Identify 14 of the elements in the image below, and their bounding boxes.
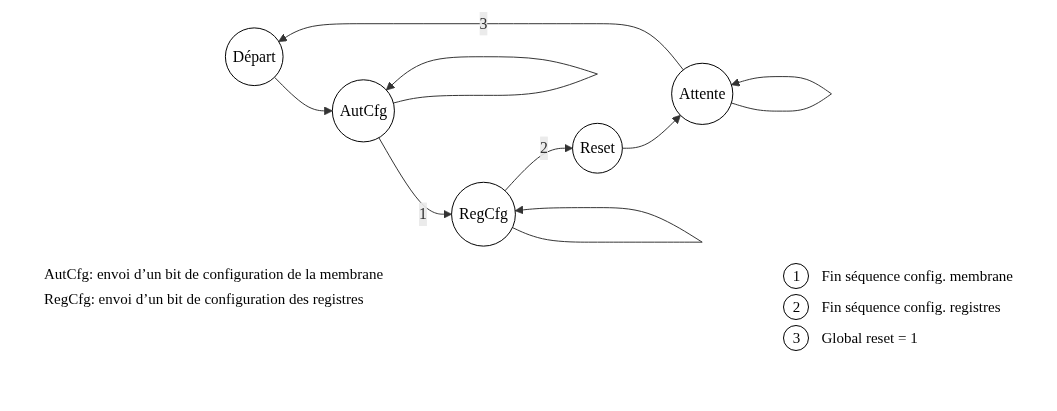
key-text: Fin séquence config. membrane: [821, 267, 1013, 285]
node-circle: Attente: [671, 62, 734, 125]
note-text: RegCfg: envoi d’un bit de configuration des registres: [44, 291, 365, 308]
key-text: Global reset = 1: [821, 329, 918, 347]
edge-label: 2: [540, 139, 548, 157]
edge-label: 3: [479, 14, 488, 32]
arrow: [511, 205, 703, 243]
note-text: AutCfg: envoi d’un bit de configuration de la membrane: [44, 266, 384, 283]
edge-label: 1: [419, 205, 427, 223]
node-circle: Départ: [224, 27, 284, 87]
key-text: Fin séquence config. registres: [821, 298, 1001, 316]
node-circle: Reset: [572, 122, 623, 174]
node-circle: AutCfg: [331, 79, 395, 143]
node-circle: RegCfg: [451, 181, 516, 247]
